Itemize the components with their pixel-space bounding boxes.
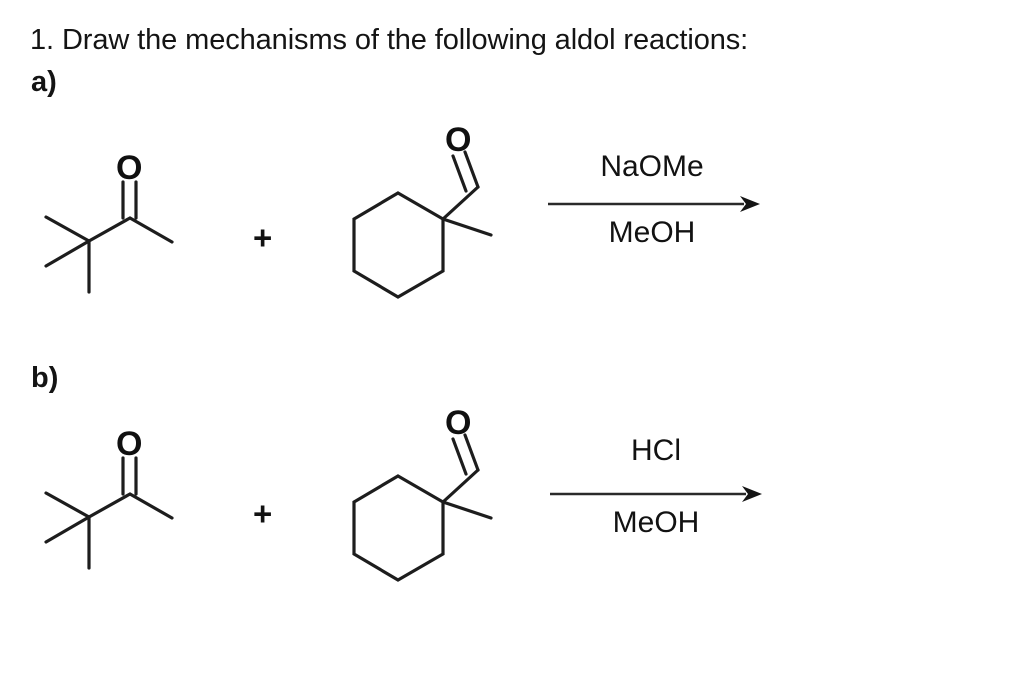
part-a-label: a) <box>31 66 57 98</box>
structure-pinacolone-a <box>44 180 174 294</box>
plus-sign-b: + <box>253 495 273 532</box>
page-title: 1. Draw the mechanisms of the following … <box>30 24 749 56</box>
structure-pinacolone-b <box>44 456 174 570</box>
oxygen-label-pinacolone-a: O <box>116 149 143 187</box>
part-b-label: b) <box>31 362 59 394</box>
reagent-above-a: NaOMe <box>600 150 704 183</box>
reagent-below-a: MeOH <box>608 216 696 249</box>
structure-methylcyclohexanecarbaldehyde-b <box>352 433 493 582</box>
structure-methylcyclohexanecarbaldehyde-a <box>352 150 493 299</box>
plus-sign-a: + <box>253 219 273 256</box>
reagent-above-b: HCl <box>631 434 681 467</box>
oxygen-label-aldehyde-a: O <box>445 121 472 159</box>
reaction-arrow-a <box>548 196 760 212</box>
reaction-scheme-b: O + O HCl MeOH <box>0 398 1024 628</box>
oxygen-label-aldehyde-b: O <box>445 404 472 442</box>
oxygen-label-pinacolone-b: O <box>116 425 143 463</box>
reaction-scheme-a: O + O NaOMe MeOH <box>0 110 1024 340</box>
reagent-below-b: MeOH <box>612 506 700 539</box>
reaction-arrow-b <box>550 486 762 502</box>
